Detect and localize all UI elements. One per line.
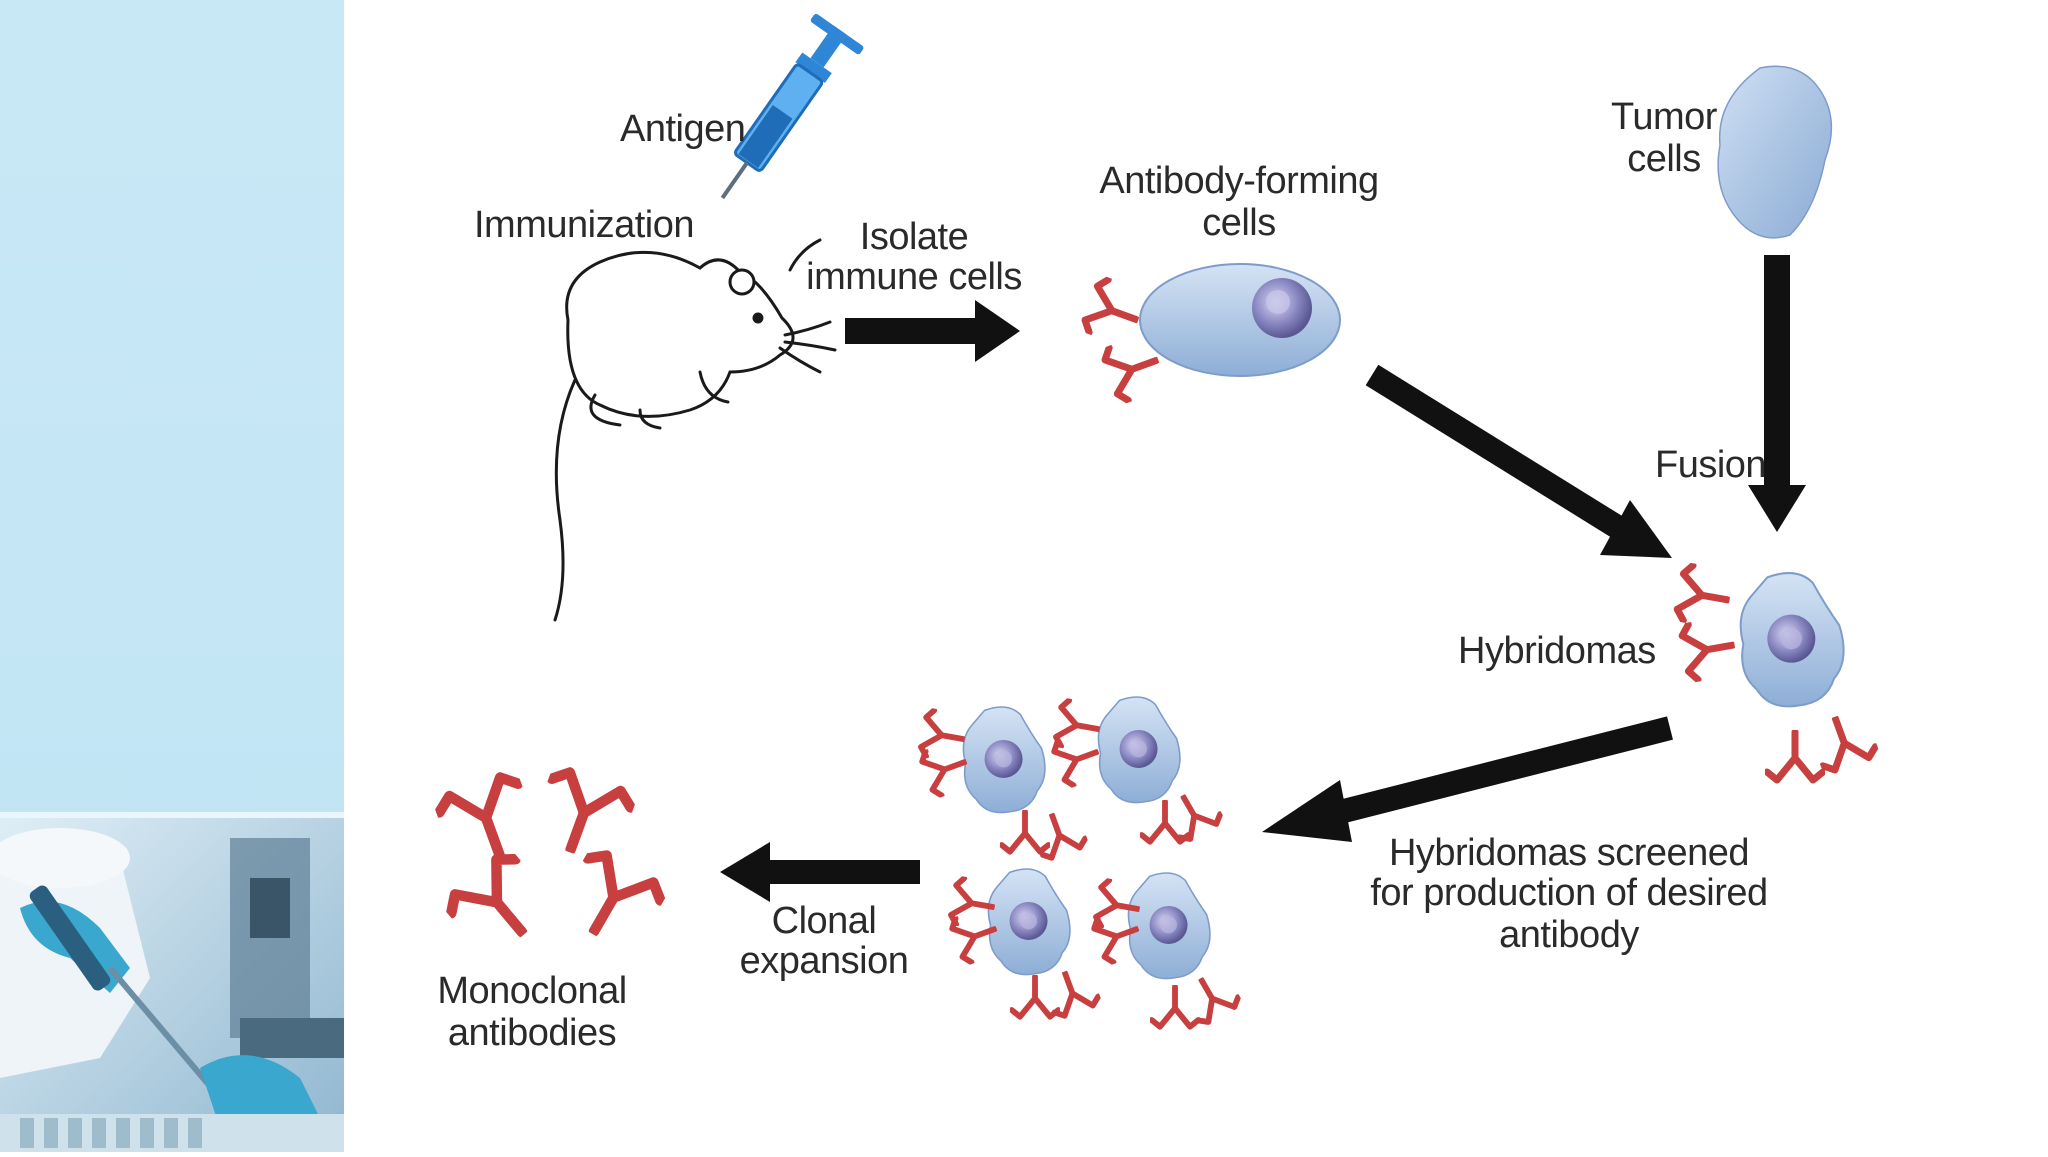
arrow-isolate: [845, 300, 1020, 362]
label-screened-1: Hybridomas screened: [1388, 832, 1750, 874]
hybridoma-cluster: [919, 696, 1241, 1027]
label-screened-3: antibody: [1499, 914, 1639, 956]
label-clonal-1: Clonal: [771, 900, 877, 942]
syringe-icon: [720, 13, 864, 200]
antibody-forming-cell: [1082, 263, 1341, 403]
sidebar-divider: [0, 812, 344, 818]
label-mono-1: Monoclonal: [437, 970, 627, 1012]
lab-scientist-photo: [0, 818, 344, 1152]
arrow-screening: [1262, 716, 1673, 842]
label-fusion: Fusion: [1655, 444, 1767, 486]
arrow-afc-to-hybridoma: [1365, 364, 1672, 558]
monoclonal-antibodies: [435, 767, 666, 959]
label-afc-1: Antibody-forming: [1099, 160, 1379, 202]
label-tumor-1: Tumor: [1611, 96, 1717, 138]
label-afc-2: cells: [1202, 202, 1276, 244]
label-tumor-2: cells: [1627, 138, 1701, 180]
arrow-fusion-down: [1748, 255, 1806, 532]
label-hybridomas: Hybridomas: [1458, 630, 1656, 672]
label-isolate-1: Isolate: [859, 216, 969, 258]
tumor-cell: [1717, 65, 1833, 239]
label-clonal-2: expansion: [739, 940, 909, 982]
hybridoma-cell: [1675, 564, 1878, 780]
hybridoma-diagram: Antigen Immunization Isolate immune cell…: [344, 0, 2048, 1152]
arrow-clonal: [720, 842, 920, 902]
label-mono-2: antibodies: [447, 1012, 617, 1054]
label-antigen: Antigen: [620, 108, 746, 150]
mouse-illustration: [553, 238, 837, 622]
label-isolate-2: immune cells: [806, 256, 1022, 298]
label-immunization: Immunization: [474, 204, 694, 246]
label-screened-2: for production of desired: [1370, 872, 1768, 914]
